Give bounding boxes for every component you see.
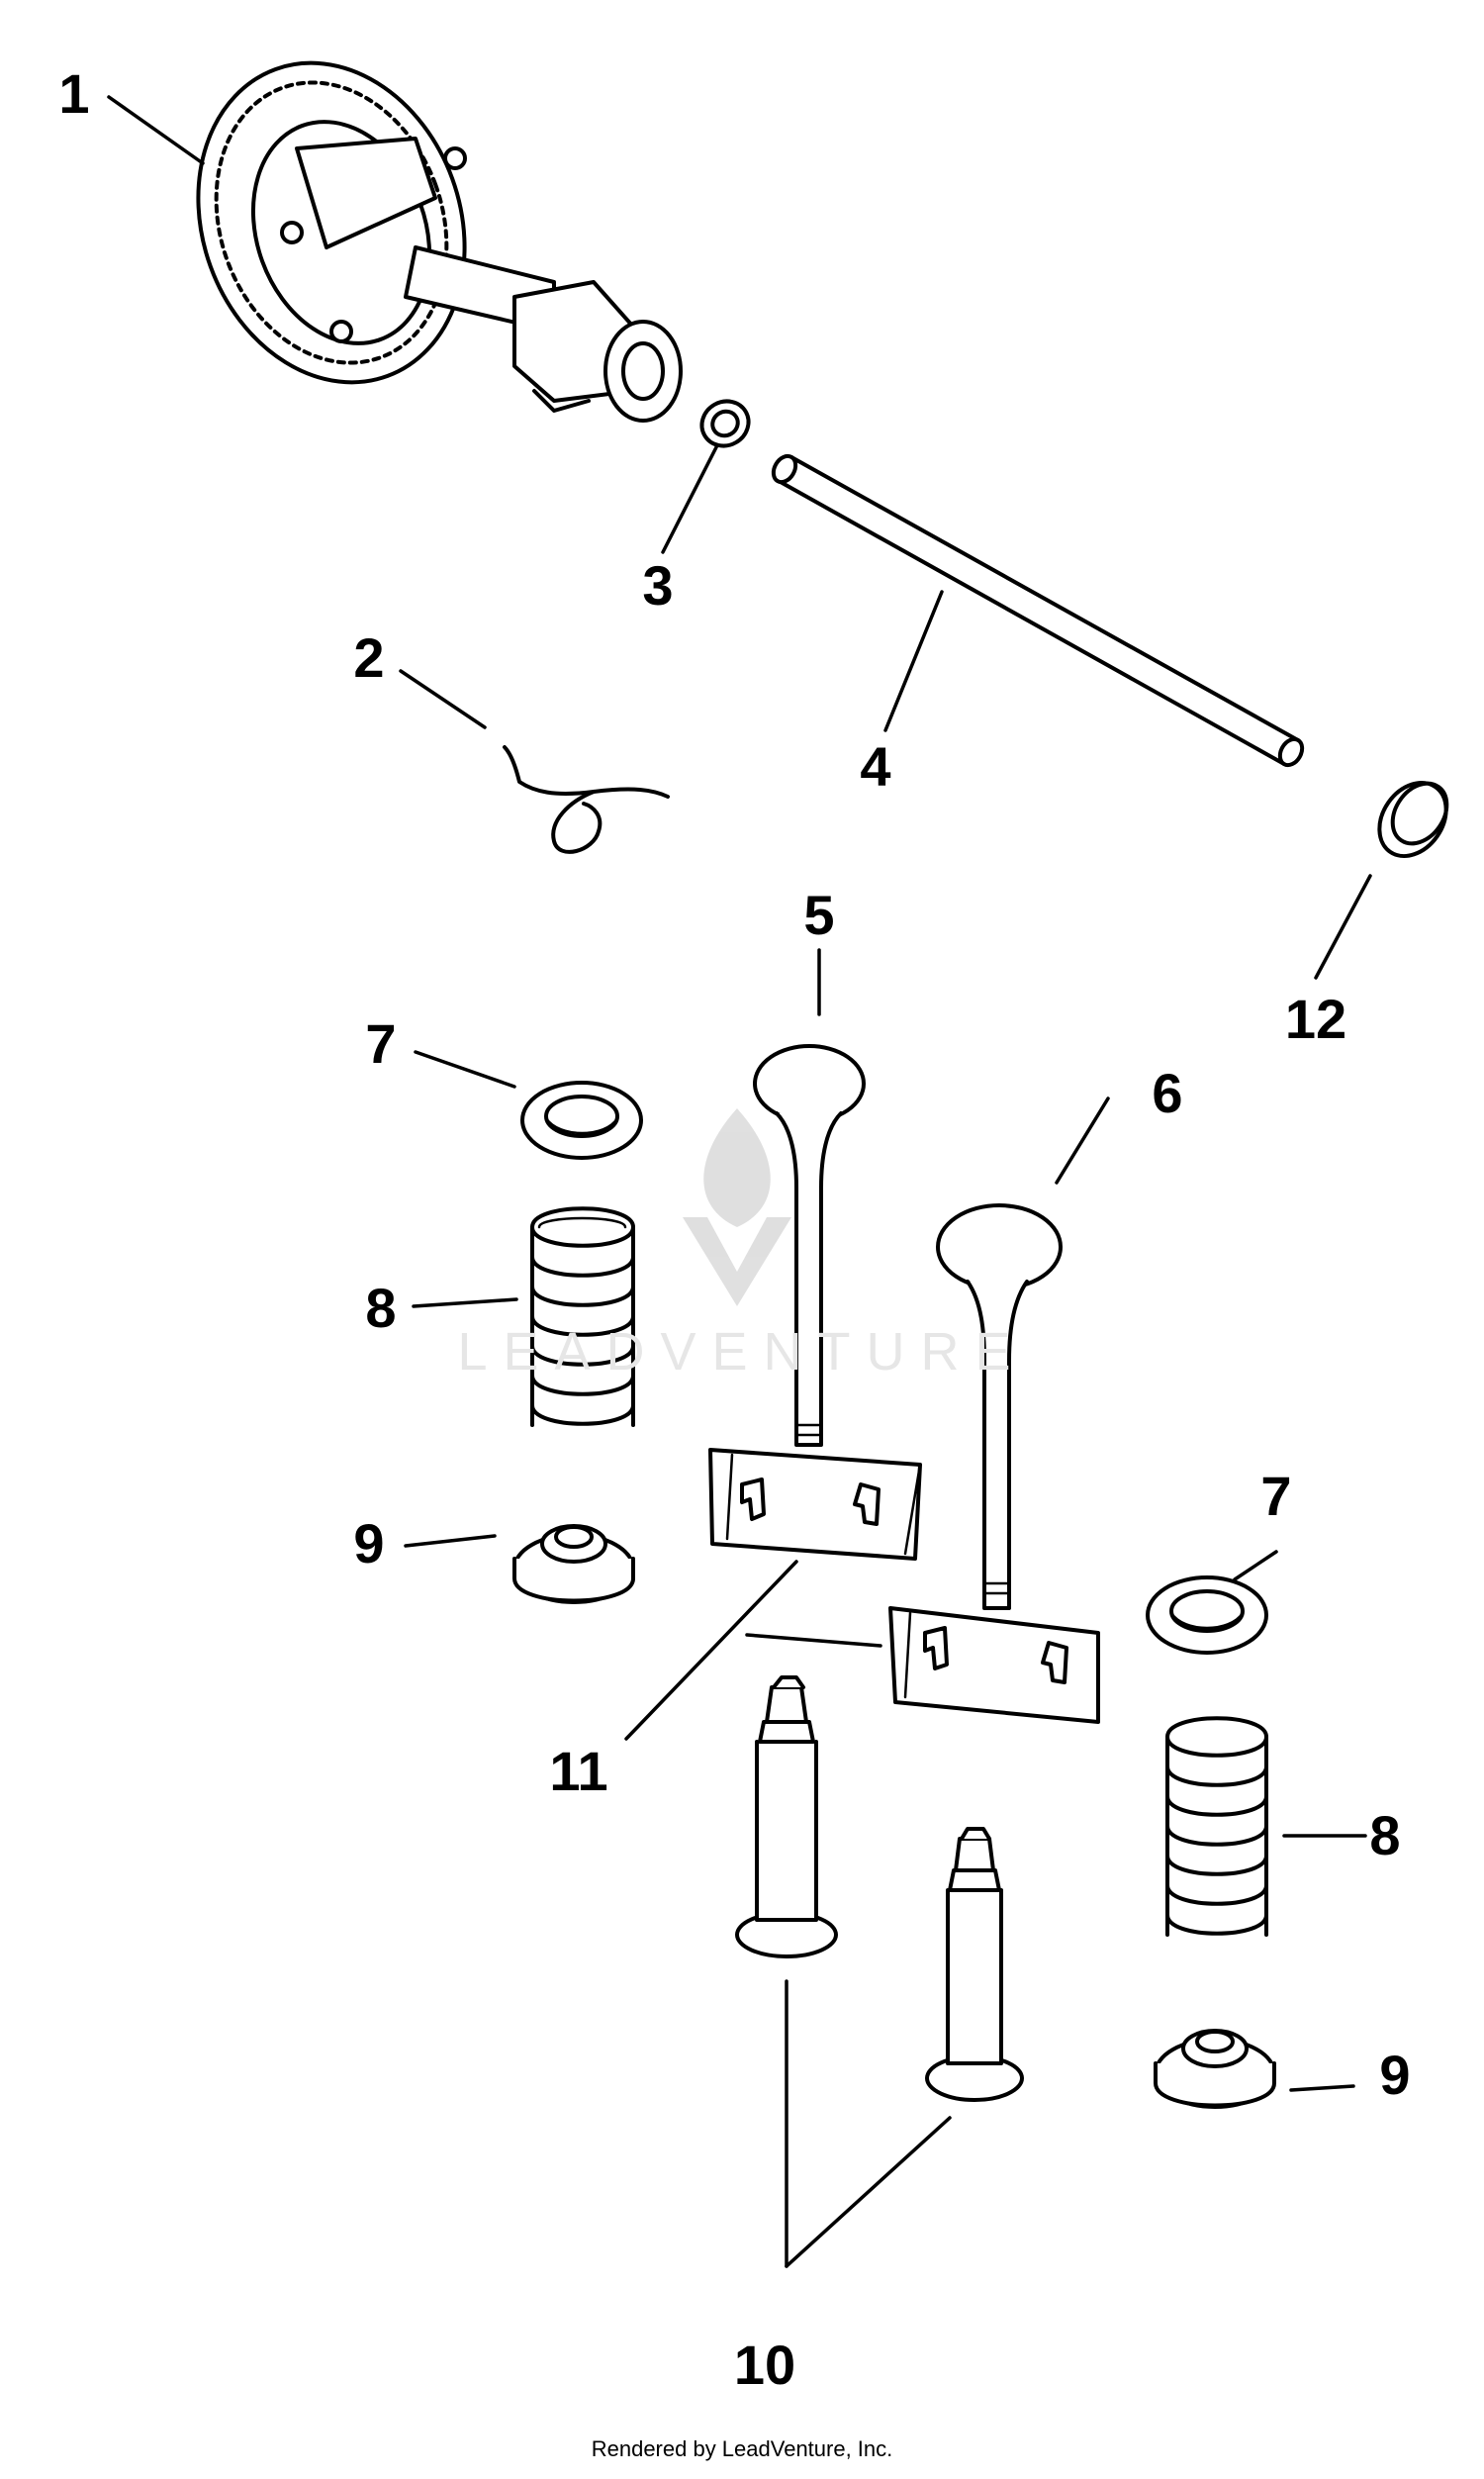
footer-credit: Rendered by LeadVenture, Inc. [591,2436,893,2461]
callout-11: 11 [549,1740,608,1802]
callout-10: 10 [733,2334,796,2396]
watermark-logo-icon [683,1108,791,1306]
callout-8-upper: 8 [365,1277,397,1339]
camshaft-gear [196,60,683,423]
valve-cap-upper [512,1524,635,1604]
plug [1377,780,1449,859]
valve-tappet-right [925,1827,1024,2102]
callout-6: 6 [1152,1062,1183,1124]
callout-7-upper: 7 [365,1012,397,1075]
callout-1: 1 [58,62,90,125]
watermark-text: LEADVENTURE [457,1322,1027,1382]
callout-4: 4 [860,735,891,798]
washer [699,399,751,448]
callout-9-upper: 9 [353,1512,385,1574]
valve-spring-lower [1165,1716,1268,1937]
valve-keepers-lower [888,1606,1100,1724]
valve-6 [936,1203,1063,1610]
leader-lines [107,95,1372,2268]
callout-7-lower: 7 [1260,1465,1292,1527]
callout-2: 2 [353,626,385,689]
shaft-rod [771,453,1305,768]
valve-spring-upper [530,1206,635,1427]
valve-5 [753,1044,866,1447]
spring-retainer-upper [520,1081,643,1160]
valve-cap-lower [1154,2029,1276,2109]
valve-keepers-upper [708,1448,922,1561]
callout-8-lower: 8 [1369,1804,1401,1866]
callout-12: 12 [1284,988,1347,1050]
callout-3: 3 [642,554,674,617]
valve-tappet-left [735,1675,838,1958]
callout-5: 5 [803,884,835,946]
spring-retainer-lower [1146,1575,1268,1655]
callout-9-lower: 9 [1379,2044,1411,2106]
wire-spring [503,745,670,854]
